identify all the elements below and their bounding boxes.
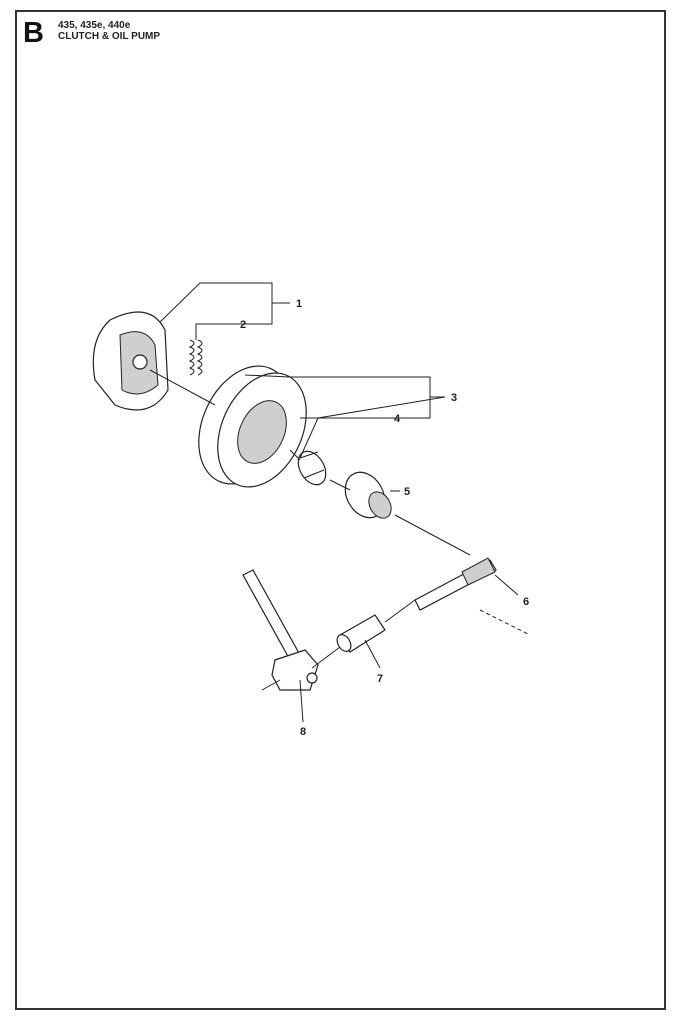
callout-1: 1 <box>296 298 302 310</box>
callout-3: 3 <box>451 392 457 404</box>
part-clutch <box>92 311 169 411</box>
callout-5: 5 <box>404 486 410 498</box>
model-list: 435, 435e, 440e <box>58 20 131 31</box>
page-frame <box>15 10 666 1010</box>
callout-8: 8 <box>300 726 306 738</box>
callout-7: 7 <box>377 673 383 685</box>
callout-2: 2 <box>240 319 246 331</box>
part-pump-shaft <box>414 557 531 636</box>
part-needle-bearing <box>297 450 327 486</box>
part-pump-plunger <box>336 614 386 653</box>
part-oil-pump <box>242 569 319 691</box>
part-clutch-drum <box>198 365 307 488</box>
part-spring <box>188 339 203 376</box>
part-worm-gear <box>344 471 392 519</box>
diagram-title: CLUTCH & OIL PUMP <box>58 31 161 42</box>
callout-6: 6 <box>523 596 529 608</box>
callout-4: 4 <box>394 413 401 425</box>
section-letter: B <box>23 17 44 49</box>
